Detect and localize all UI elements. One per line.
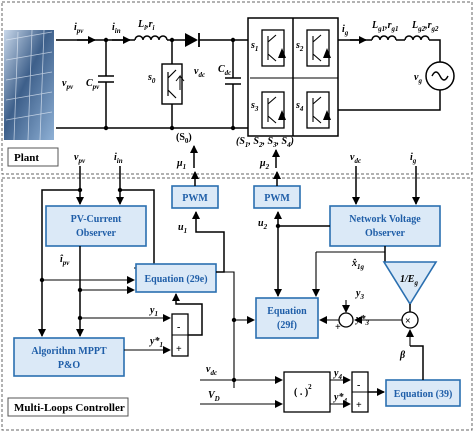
mu2-label: μ2	[259, 158, 270, 171]
y4-star-label: y*4	[333, 392, 347, 405]
ctrl-ig-label: ig	[410, 152, 417, 165]
svg-text:(29f): (29f)	[277, 320, 297, 331]
plant-s1-label: s1	[250, 40, 258, 53]
plant-label-box	[7, 147, 59, 167]
y1-label: y1	[149, 305, 158, 318]
controller-label: Multi-Loops Controller	[14, 402, 125, 414]
svg-text:-: -	[357, 380, 360, 391]
network-voltage-observer-block: Network Voltage Observer	[329, 205, 441, 247]
h-bridge	[247, 17, 339, 137]
svg-text:+: +	[176, 344, 182, 355]
capacitor-cpv	[98, 37, 114, 131]
plant-s0-label: s0	[147, 72, 156, 85]
plant-s4-label: s4	[295, 100, 304, 113]
square-block: ( . )2	[283, 371, 331, 413]
plant-cpv-label: Cpv	[86, 78, 100, 91]
svg-text:×: ×	[405, 316, 411, 327]
ctrl-vdc-bottom-label: vdc	[206, 364, 217, 377]
svg-text:Equation: Equation	[267, 306, 307, 317]
vd-label: VD	[208, 390, 220, 403]
x1g-hat-label: x̂1g	[351, 258, 365, 271]
inductor-lg1	[371, 35, 397, 41]
y1-star-label: y*1	[149, 336, 163, 349]
plant-ipv-label: ipv	[74, 22, 84, 35]
plant-li-ri-label: Li,ri	[137, 19, 154, 32]
plant-ig-label: ig	[342, 24, 349, 37]
solar-panel-image	[4, 29, 54, 141]
plant-label: Plant	[14, 152, 39, 164]
ctrl-iin-label: iin	[114, 152, 123, 165]
y4-label: y4	[333, 368, 342, 381]
beta-label: β	[399, 350, 406, 361]
svg-text:PV-Current: PV-Current	[71, 214, 122, 225]
controller-frame	[1, 177, 473, 431]
plant-vg-label: vg	[414, 72, 422, 85]
ctrl-vdc-label: vdc	[350, 152, 361, 165]
multiplier: ×	[401, 311, 419, 329]
diode	[185, 33, 200, 47]
switch-s0	[161, 37, 185, 131]
ctrl-vpv-label: vpv	[74, 152, 86, 165]
plant-vdc-label: vdc	[194, 66, 205, 79]
summer-y4: - +	[351, 371, 369, 413]
u2-label: u2	[258, 218, 268, 231]
pwm-left-block: PWM	[171, 185, 219, 209]
svg-text:Equation (39): Equation (39)	[394, 389, 453, 400]
mppt-block: Algorithm MPPT P&O	[13, 337, 125, 377]
svg-text:-: -	[177, 322, 180, 333]
svg-text:PWM: PWM	[182, 193, 208, 204]
s1234-output-label: (S1, S2, S3, S4)	[236, 136, 294, 149]
capacitor-cdc	[225, 37, 241, 131]
svg-text:Algorithm MPPT: Algorithm MPPT	[31, 346, 107, 357]
u1-label: u1	[178, 222, 187, 235]
summer-1: - +	[171, 313, 189, 357]
plant-lg2-label: Lg2,rg2	[411, 20, 439, 33]
grid-source-icon	[425, 61, 455, 91]
svg-text:Observer: Observer	[76, 228, 117, 239]
svg-text:PWM: PWM	[264, 193, 290, 204]
svg-text:Observer: Observer	[365, 228, 406, 239]
plant-vpv-label: vpv	[62, 78, 74, 91]
svg-text:Network Voltage: Network Voltage	[349, 214, 421, 225]
plant-frame	[1, 1, 473, 175]
equation-29f-block: Equation (29f)	[255, 297, 319, 339]
y3-label: y3	[355, 288, 364, 301]
mu1-label: μ1	[176, 158, 186, 171]
plant-cdc-label: Cdc	[218, 64, 231, 77]
s0-output-label: (S0)	[176, 132, 192, 145]
controller-label-box	[7, 397, 129, 417]
svg-text:+: +	[356, 400, 362, 411]
summer-y3	[338, 312, 354, 328]
svg-text:( . )2: ( . )2	[294, 383, 312, 398]
pwm-right-block: PWM	[253, 185, 301, 209]
svg-text:Equation (29e): Equation (29e)	[144, 274, 207, 285]
svg-text:P&O: P&O	[58, 360, 80, 371]
plant-iin-label: iin	[112, 22, 121, 35]
equation-39-block: Equation (39)	[385, 379, 461, 407]
inductor-lg2	[404, 35, 430, 41]
inductor-li	[134, 35, 168, 41]
plant-s3-label: s3	[250, 100, 259, 113]
y3-plus-sign: +	[335, 322, 341, 333]
inverse-eg-gain: 1/Eg	[382, 261, 438, 306]
plant-s2-label: s2	[295, 40, 304, 53]
plant-lg1-label: Lg1,rg1	[371, 20, 399, 33]
svg-text:1/Eg: 1/Eg	[400, 274, 418, 287]
pv-current-observer-block: PV-Current Observer	[45, 205, 147, 247]
equation-29e-block: Equation (29e)	[135, 263, 217, 293]
ipv-hat-label: îpv	[60, 254, 70, 267]
